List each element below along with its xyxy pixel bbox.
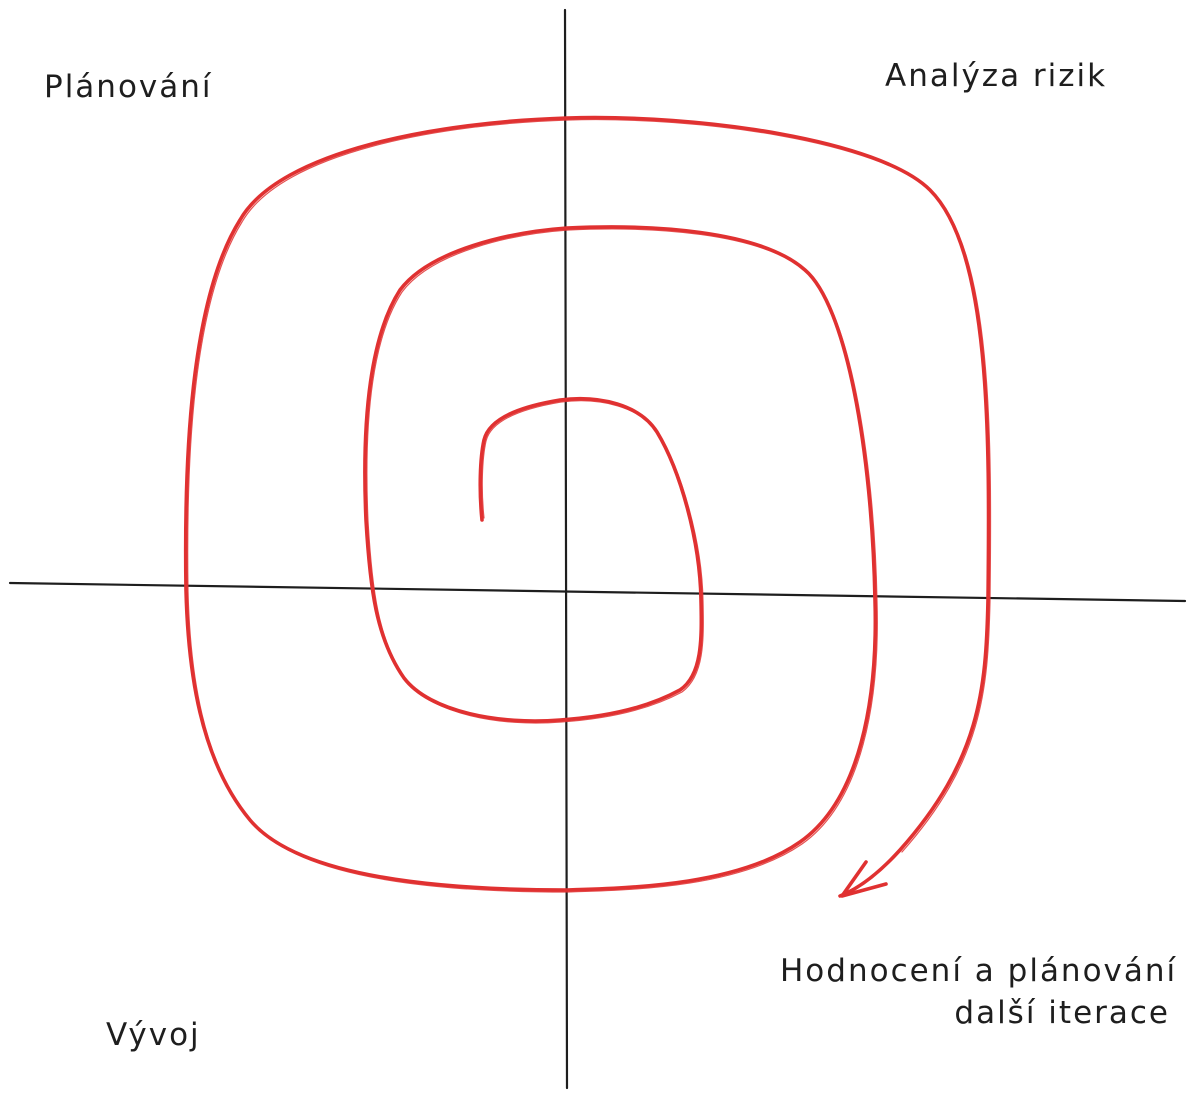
label-evaluation: Hodnocení a plánování další iterace <box>780 950 1178 1034</box>
label-development: Vývoj <box>106 1017 201 1053</box>
label-planning: Plánování <box>44 69 213 105</box>
label-risk-analysis: Analýza rizik <box>885 58 1108 94</box>
label-evaluation-line-2: další iterace <box>954 995 1170 1031</box>
spiral-curve <box>183 115 992 898</box>
spiral-path <box>183 115 991 898</box>
arrowhead <box>840 860 888 898</box>
vertical-axis <box>563 8 569 1090</box>
spiral-path-sketch <box>187 119 992 893</box>
label-evaluation-line-1: Hodnocení a plánování <box>780 953 1178 989</box>
